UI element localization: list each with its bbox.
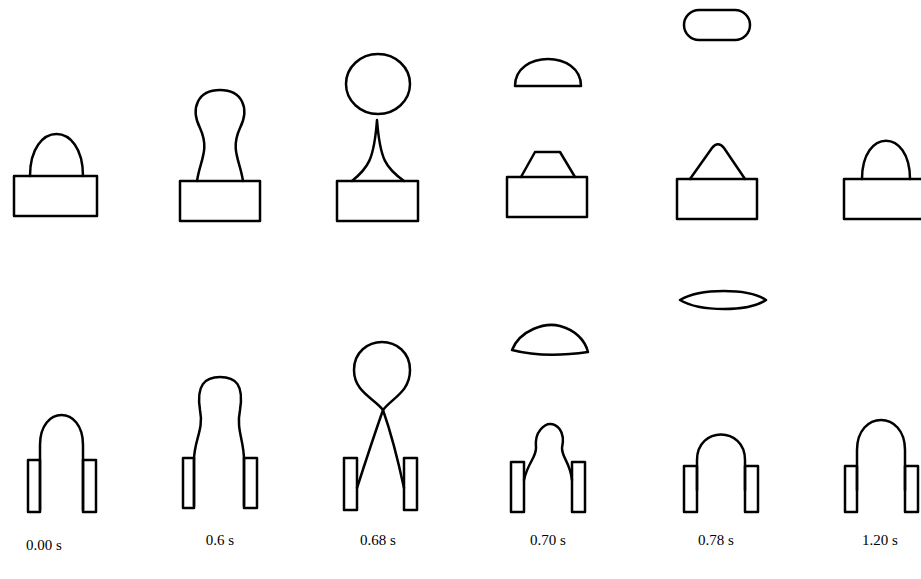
nozzle-wall (845, 466, 857, 512)
bottom-row (28, 291, 918, 512)
meniscus (857, 420, 905, 490)
nozzle-wall (572, 462, 585, 512)
nozzle-wall (745, 466, 758, 512)
time-label: 0.70 s (530, 533, 566, 548)
unused (352, 162, 404, 181)
nozzle-wall (244, 458, 257, 508)
meniscus (40, 415, 83, 510)
nozzle-wall (344, 458, 357, 510)
nozzle-wall (905, 466, 918, 512)
liquid-cone (357, 410, 404, 488)
meniscus (30, 134, 83, 176)
time-label: 0.78 s (698, 533, 734, 548)
nozzle-wall (83, 460, 96, 512)
top-row (14, 10, 921, 221)
droplet (346, 54, 410, 114)
nozzle-wall (404, 458, 417, 510)
nozzle-wall (183, 458, 194, 508)
liquid-cone (352, 120, 404, 181)
nozzle-plate (337, 181, 418, 221)
time-label: 1.20 s (862, 533, 898, 548)
time-label: 0.00 s (26, 538, 62, 553)
nozzle-wall (511, 462, 524, 512)
droplet (354, 342, 410, 410)
time-label: 0.68 s (360, 533, 396, 548)
nozzle-wall (684, 466, 697, 512)
meniscus (697, 435, 745, 491)
nozzle-wall (28, 460, 40, 512)
meniscus (690, 144, 745, 179)
nozzle-plate (180, 181, 260, 221)
liquid-column (196, 90, 245, 181)
meniscus (862, 141, 910, 179)
meniscus (521, 152, 575, 177)
nozzle-plate (677, 179, 757, 219)
nozzle-plate (507, 177, 587, 217)
nozzle-plate (14, 176, 97, 216)
meniscus (524, 424, 572, 480)
nozzle-plate (844, 179, 921, 219)
droplet (684, 10, 750, 40)
droplet (680, 291, 766, 309)
liquid-column (194, 377, 244, 506)
time-label: 0.6 s (206, 533, 234, 548)
droplet (515, 59, 581, 86)
droplet (512, 325, 588, 355)
